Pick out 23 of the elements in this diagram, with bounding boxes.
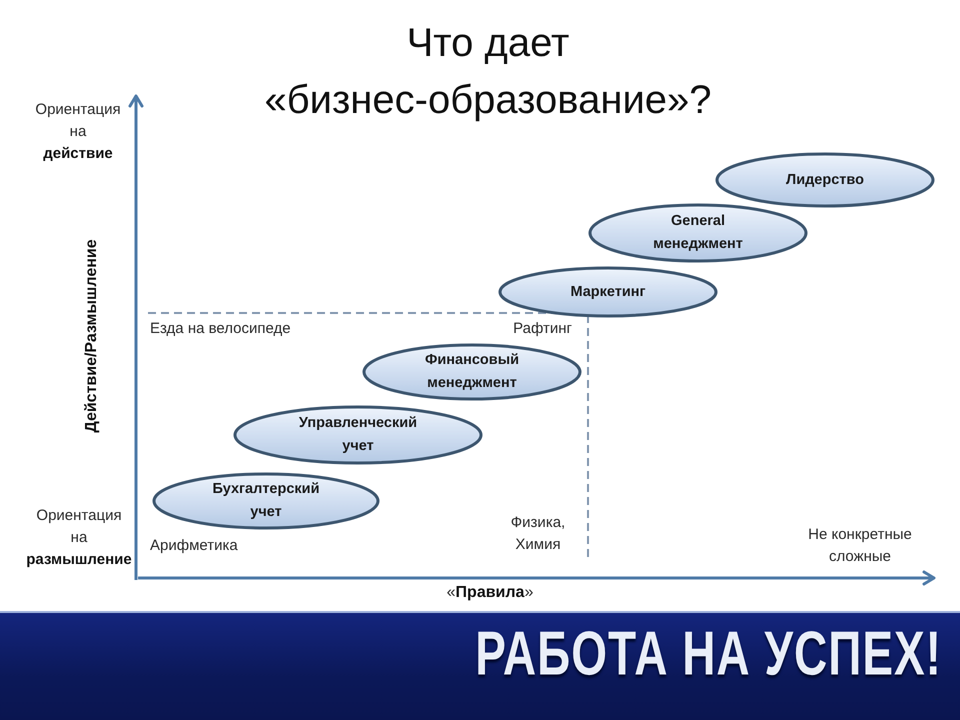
ellipse-node <box>498 266 718 318</box>
ellipse-node <box>152 472 380 530</box>
node-label: Лидерство <box>786 170 864 190</box>
axis-end-label: Ориентация на размышление <box>26 506 132 570</box>
slogan-text: РАБОТА НА УСПЕХ! <box>475 622 942 684</box>
example-label: Езда на велосипеде <box>150 319 291 339</box>
ellipse-node <box>362 343 582 401</box>
example-label: Арифметика <box>150 536 238 556</box>
node-label: Маркетинг <box>570 282 646 302</box>
ellipse-node <box>588 203 808 263</box>
example-label: Рафтинг <box>513 319 572 339</box>
ellipse-node <box>715 152 935 208</box>
axis-end-label: Ориентация на действие <box>35 100 121 164</box>
example-label: Физика, Химия <box>510 513 566 555</box>
axis-title: «Правила» <box>446 583 534 603</box>
node-label: Управленческий учет <box>298 414 418 456</box>
node-label: Бухгалтерский учет <box>212 480 320 522</box>
axis-title: Действие/Размышление <box>82 239 101 433</box>
title: Что дает «бизнес-образование»? <box>263 20 713 124</box>
node-label: General менеджмент <box>653 212 743 254</box>
example-label: Не конкретные сложные <box>807 525 913 567</box>
node-label: Финансовый менеджмент <box>424 351 519 393</box>
ellipse-node <box>233 405 483 465</box>
